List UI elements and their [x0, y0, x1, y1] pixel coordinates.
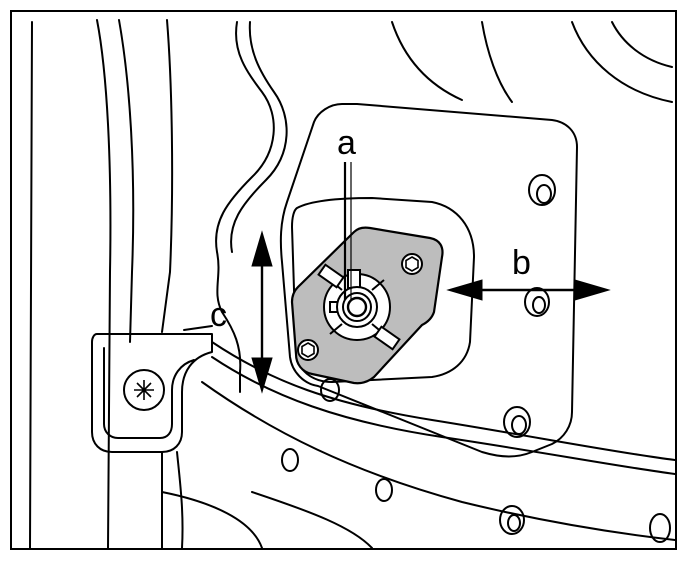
lower-panel-line-5: [161, 491, 263, 548]
plate-bolt: [401, 253, 423, 275]
arrow-b: [446, 279, 611, 301]
left-frame-edge-1: [96, 19, 112, 548]
arrow-c: [251, 230, 273, 394]
top-curve-1: [391, 21, 463, 101]
left-frame-edge-2: [118, 19, 135, 343]
label-a: a: [337, 124, 356, 162]
hole: [503, 406, 531, 438]
hole: [320, 378, 340, 402]
left-frame-edge-3: [161, 19, 174, 333]
plate-bolt: [297, 339, 319, 361]
lower-left-bracket-inner: [103, 347, 195, 439]
lower-left-bracket-leg-2: [176, 451, 184, 548]
hole: [649, 513, 671, 543]
left-frame-edge-outer: [29, 21, 33, 548]
hole: [524, 287, 550, 317]
hole: [528, 174, 556, 206]
label-c: c: [210, 296, 227, 334]
top-curve-3: [571, 21, 673, 103]
hole: [375, 478, 393, 502]
body-holes: [281, 174, 671, 543]
mounting-bracket-outline: [279, 103, 578, 458]
lower-panel-line-4: [251, 491, 373, 548]
body-contour-wavy-inner: [230, 21, 288, 253]
adjusting-plate: [290, 226, 444, 385]
lower-panel-line-3: [201, 381, 675, 541]
lower-left-bracket: [91, 333, 213, 453]
technical-illustration: a b c: [29, 19, 675, 548]
bracket-recess-outline: [291, 197, 475, 383]
top-curve-2: [481, 21, 513, 103]
tick-mark: [183, 325, 213, 331]
torx-screw: [123, 369, 165, 411]
diagram-frame: a b c: [10, 10, 677, 550]
lower-panel-line-2: [211, 356, 675, 475]
body-contour-wavy: [215, 21, 275, 393]
label-b: b: [512, 244, 531, 282]
top-curve-4: [611, 21, 673, 68]
striker-hub: [317, 263, 401, 351]
hole: [499, 505, 525, 535]
lower-panel-line-1: [211, 341, 675, 461]
hole: [281, 448, 299, 472]
